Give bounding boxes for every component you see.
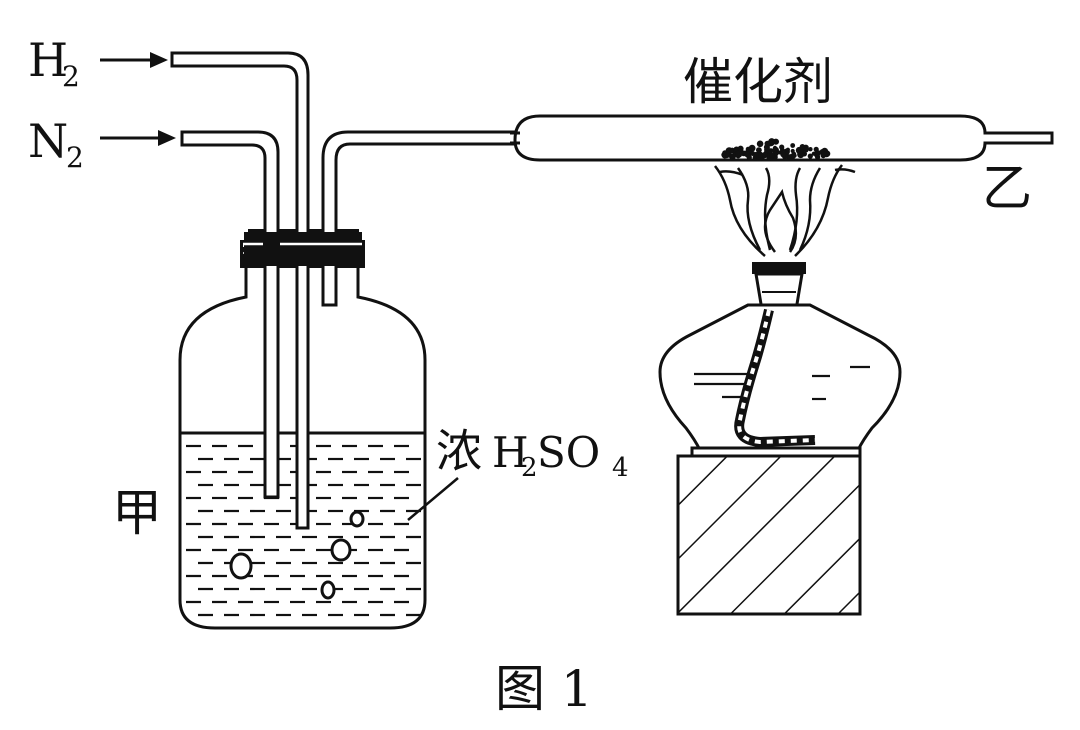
yi-label: 乙: [982, 159, 1032, 217]
h2-label: H 2: [28, 33, 80, 93]
svg-text:浓: 浓: [436, 424, 482, 478]
svg-text:2: 2: [62, 60, 80, 93]
svg-text:H: H: [492, 428, 529, 477]
gas-tubes: [170, 51, 532, 530]
catalyst-label: 催化剂: [683, 53, 833, 111]
svg-text:N: N: [28, 114, 68, 168]
reaction-tube-icon: [510, 114, 1054, 162]
svg-text:4: 4: [612, 453, 629, 483]
svg-text:SO: SO: [537, 428, 600, 477]
acid-leader-line: [407, 477, 459, 521]
wooden-block-icon: [676, 454, 862, 616]
svg-text:2: 2: [66, 141, 84, 174]
catalyst-powder: [721, 138, 831, 161]
acid-label: 浓 H 2 SO 4: [436, 424, 629, 483]
h2-arrow-icon: [100, 52, 168, 68]
svg-text:H: H: [28, 33, 68, 87]
stopper: [243, 232, 362, 266]
n2-arrow-icon: [100, 130, 176, 146]
stones: [229, 510, 365, 600]
flame-icon: [714, 164, 856, 257]
figure-caption: 图 1: [495, 660, 593, 718]
alcohol-lamp-icon: [658, 262, 902, 458]
n2-label: N 2: [28, 114, 84, 174]
svg-text:2: 2: [521, 453, 538, 483]
jia-label: 甲: [112, 484, 162, 542]
